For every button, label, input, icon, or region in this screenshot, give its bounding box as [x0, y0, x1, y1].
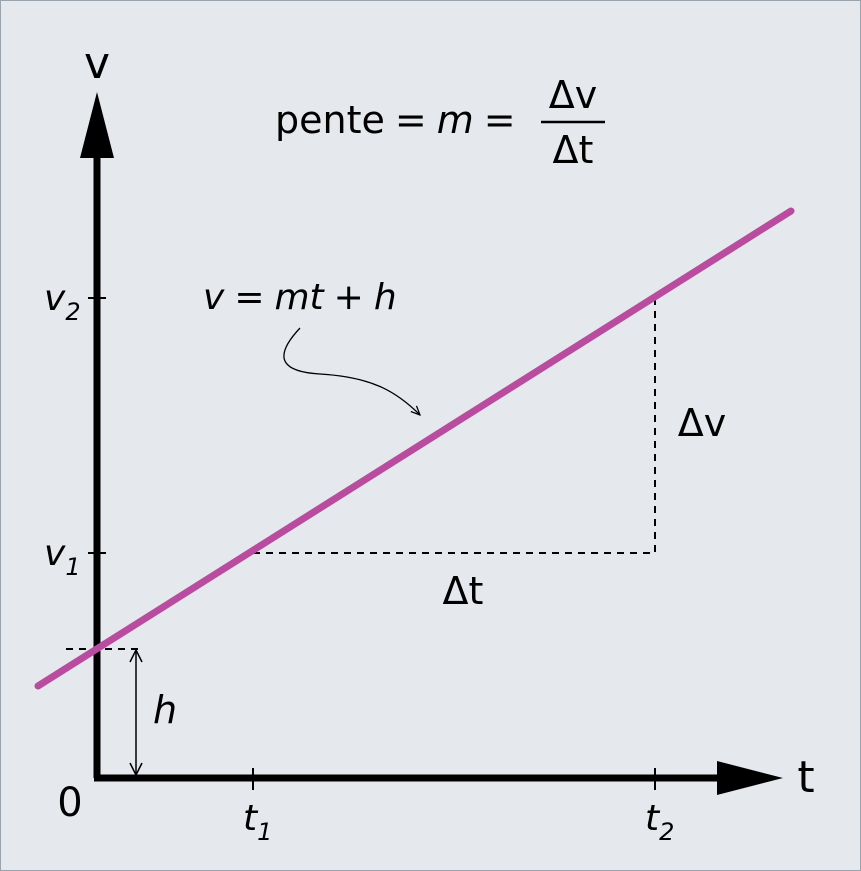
delta-v-label: Δv [678, 401, 726, 445]
formula-denominator: Δt [553, 128, 594, 172]
equation-pointer-arrow [283, 327, 420, 415]
intercept-label: h [153, 688, 177, 732]
line-equation: v=mt+h [203, 277, 397, 318]
velocity-line [34, 207, 795, 690]
tick-label-v1: v1 [44, 533, 81, 581]
origin-label: 0 [57, 780, 82, 826]
tick-label-v2: v2 [44, 278, 81, 326]
delta-t-label: Δt [443, 569, 484, 613]
formula-prefix: pente=m= [275, 98, 516, 142]
x-axis-label: t [797, 752, 814, 803]
y-axis-label: v [84, 38, 110, 89]
tick-label-t2: t2 [645, 798, 674, 846]
intercept-arrow-bottom-head [129, 762, 143, 777]
x-axis-arrowhead [717, 761, 783, 795]
formula-numerator: Δv [549, 73, 597, 117]
intercept-arrow-top-head [129, 648, 143, 663]
y-axis-arrowhead [80, 92, 114, 158]
tick-label-t1: t1 [243, 798, 272, 846]
slope-formula: pente=m= Δv Δt [275, 73, 605, 172]
